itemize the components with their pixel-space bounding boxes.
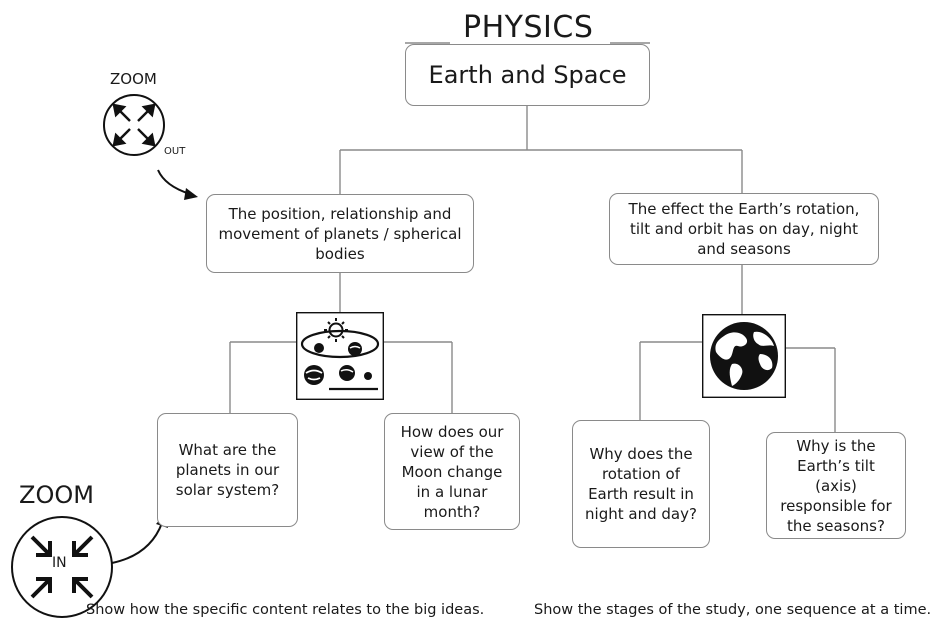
branch-node-right: The effect the Earth’s rotation, tilt an… <box>609 193 879 265</box>
zoom-out-sub: OUT <box>163 146 187 157</box>
diagram-title: PHYSICS <box>463 10 594 45</box>
branch-node-left: The position, relationship and movement … <box>206 194 474 273</box>
branch-node-right-label: The effect the Earth’s rotation, tilt an… <box>628 200 860 258</box>
zoom-out-icon <box>102 93 166 157</box>
branch-node-left-label: The position, relationship and movement … <box>218 204 462 263</box>
leaf-node-moon: How does our view of the Moon change in … <box>384 413 520 530</box>
caption-left: Show how the specific content relates to… <box>86 602 485 618</box>
leaf-node-planets-label: What are the planets in our solar system… <box>175 441 280 499</box>
zoom-out-label: ZOOM <box>110 70 157 88</box>
zoom-in-label: ZOOM <box>19 481 94 509</box>
leaf-node-moon-label: How does our view of the Moon change in … <box>400 422 504 521</box>
leaf-node-tilt-label: Why is the Earth’s tilt (axis) responsib… <box>780 436 892 535</box>
leaf-node-tilt: Why is the Earth’s tilt (axis) responsib… <box>766 432 906 539</box>
leaf-node-rotation-label: Why does the rotation of Earth result in… <box>585 445 697 523</box>
zoom-in-sub: IN <box>52 555 67 571</box>
leaf-node-planets: What are the planets in our solar system… <box>157 413 298 527</box>
globe-icon <box>701 313 786 398</box>
solar-system-icon <box>295 311 384 400</box>
root-node: Earth and Space <box>405 44 650 106</box>
root-node-label: Earth and Space <box>428 61 627 89</box>
caption-right: Show the stages of the study, one sequen… <box>534 602 932 618</box>
leaf-node-rotation: Why does the rotation of Earth result in… <box>572 420 710 548</box>
